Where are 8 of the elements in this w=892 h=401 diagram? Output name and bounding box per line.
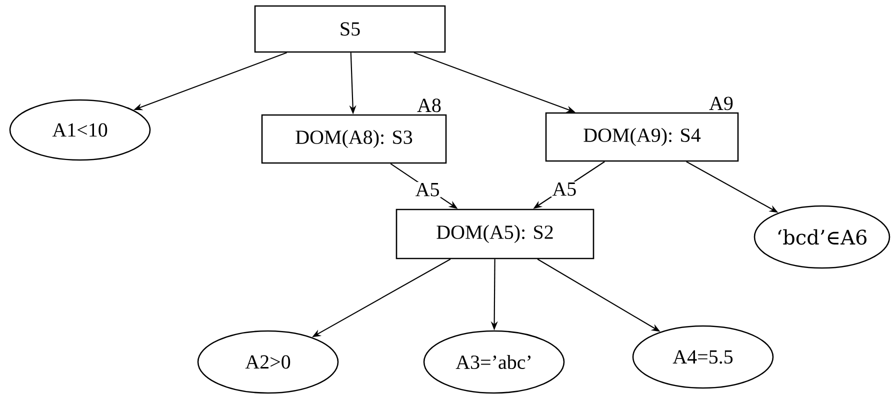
beside-label: A8 xyxy=(417,98,441,112)
process-box: S5 xyxy=(254,5,446,53)
beside-label: A9 xyxy=(709,96,733,110)
edge-label: A5 xyxy=(415,182,439,196)
process-box: DOM(A9): S4 xyxy=(545,112,739,162)
process-box: DOM(A5): S2 xyxy=(396,208,594,260)
edge-label: A5 xyxy=(552,182,576,196)
process-box: DOM(A8): S3 xyxy=(261,114,447,164)
